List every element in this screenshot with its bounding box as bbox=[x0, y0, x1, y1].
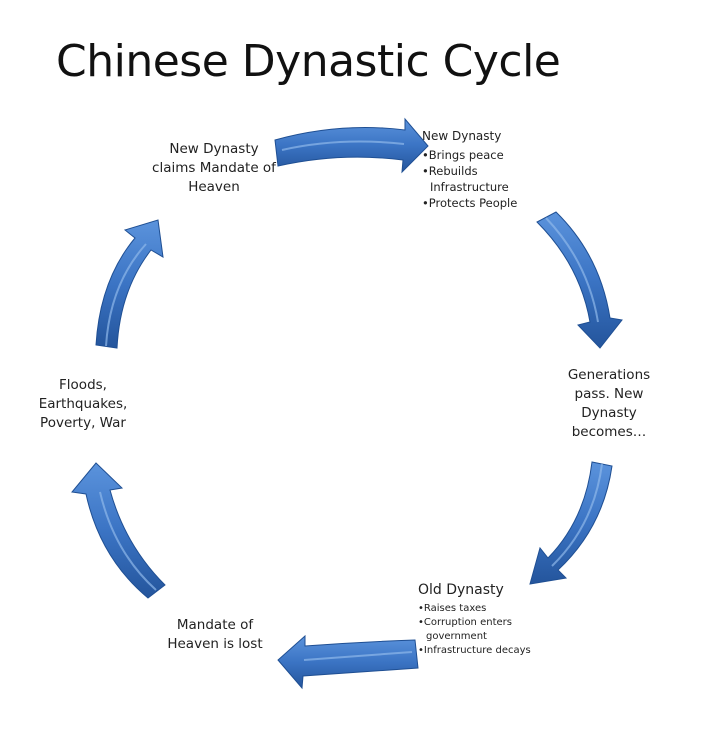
arrow-new-dynasty-to-generations bbox=[536, 211, 623, 349]
node-heading: New Dynasty bbox=[422, 129, 502, 143]
arrow-mandate-lost-to-disasters bbox=[71, 462, 166, 599]
node-mandate-lost: Mandate of Heaven is lost bbox=[150, 616, 280, 654]
bullet-list: Raises taxes Corruption enters governmen… bbox=[418, 602, 548, 658]
arrow-old-dynasty-to-mandate-lost bbox=[277, 634, 419, 690]
arrow-claims-to-new-dynasty bbox=[274, 117, 429, 174]
node-new-dynasty-claims-mandate: New Dynasty claims Mandate of Heaven bbox=[152, 140, 276, 197]
bullet-item: Rebuilds Infrastructure bbox=[422, 163, 552, 195]
arrow-generations-to-old-dynasty bbox=[529, 461, 613, 585]
diagram-title: Chinese Dynastic Cycle bbox=[56, 36, 561, 87]
arrow-disasters-to-claims bbox=[95, 219, 164, 349]
node-disasters: Floods, Earthquakes, Poverty, War bbox=[24, 376, 142, 433]
node-text: Floods, Earthquakes, Poverty, War bbox=[38, 377, 128, 431]
bullet-item: Corruption enters government bbox=[418, 616, 548, 644]
node-heading: Old Dynasty bbox=[418, 582, 504, 598]
node-generations-pass: Generations pass. New Dynasty becomes… bbox=[556, 366, 662, 442]
bullet-item: Raises taxes bbox=[418, 602, 548, 616]
node-text: Generations pass. New Dynasty becomes… bbox=[567, 367, 651, 440]
node-text: Mandate of Heaven is lost bbox=[167, 617, 263, 652]
node-text: New Dynasty claims Mandate of Heaven bbox=[152, 141, 276, 195]
bullet-item: Protects People bbox=[422, 195, 552, 211]
bullet-list: Brings peace Rebuilds Infrastructure Pro… bbox=[422, 147, 552, 211]
node-new-dynasty: New Dynasty Brings peace Rebuilds Infras… bbox=[422, 128, 552, 211]
node-old-dynasty: Old Dynasty Raises taxes Corruption ente… bbox=[418, 580, 548, 658]
bullet-item: Brings peace bbox=[422, 147, 552, 163]
bullet-item: Infrastructure decays bbox=[418, 644, 548, 658]
